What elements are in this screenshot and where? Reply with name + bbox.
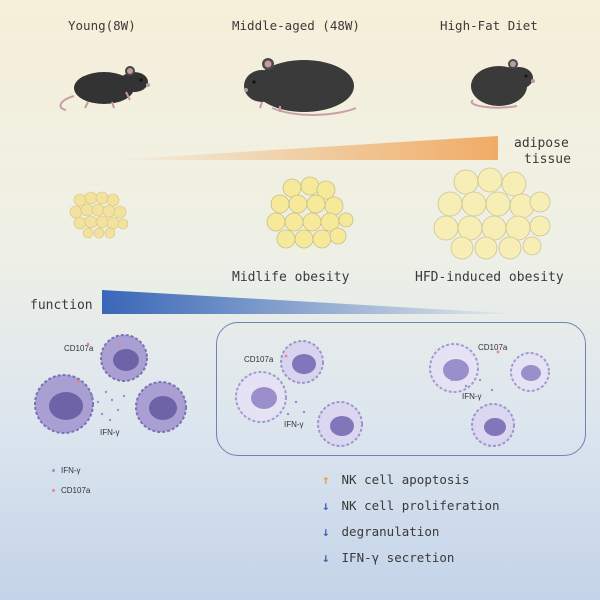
down-arrow-icon: ↓ — [322, 550, 330, 565]
nk-cell-icon — [471, 403, 515, 447]
middle-aged-adipocyte-cluster — [266, 176, 354, 249]
legend-ifng-dot — [52, 469, 55, 473]
function-label: function — [30, 298, 93, 313]
effect-apoptosis: ↑ NK cell apoptosis — [322, 472, 469, 487]
nk-cell-icon — [429, 343, 479, 393]
effect-text: IFN-γ secretion — [341, 550, 455, 565]
nk-cell-icon — [317, 401, 363, 447]
hfd-mouse-icon — [470, 59, 535, 109]
nk-cell-icon — [135, 381, 187, 433]
obesity-group-frame — [216, 322, 586, 456]
legend-ifng-label: IFN-γ — [61, 466, 81, 475]
ifng-label: IFN-γ — [462, 392, 482, 401]
nk-cell-icon — [100, 334, 148, 382]
ifng-label: IFN-γ — [284, 420, 304, 429]
effect-proliferation: ↓ NK cell proliferation — [322, 498, 500, 513]
effect-text: NK cell apoptosis — [341, 472, 470, 487]
legend-ifng: IFN-γ — [52, 466, 81, 475]
ifng-label: IFN-γ — [100, 428, 120, 437]
hfd-adipocyte-cluster — [433, 167, 551, 260]
adipose-label-line1: adipose — [514, 136, 569, 151]
cd107a-label: CD107a — [244, 355, 274, 364]
group-label-middle-aged: Middle-aged (48W) — [232, 18, 360, 33]
effect-ifng-secretion: ↓ IFN-γ secretion — [322, 550, 454, 565]
young-mouse-icon — [59, 66, 150, 111]
group-label-hfd: High-Fat Diet — [440, 18, 538, 33]
legend-cd107a: CD107a — [52, 486, 90, 495]
middle-aged-mouse-icon — [244, 58, 357, 116]
up-arrow-icon: ↑ — [322, 472, 330, 487]
nk-cell-icon — [34, 374, 94, 434]
effect-text: degranulation — [341, 524, 440, 539]
midlife-obesity-label: Midlife obesity — [232, 270, 350, 285]
legend-cd107a-dot — [52, 489, 55, 493]
group-label-young: Young(8W) — [68, 18, 136, 33]
down-arrow-icon: ↓ — [322, 524, 330, 539]
nk-cell-icon — [510, 352, 550, 392]
legend-cd107a-label: CD107a — [61, 486, 91, 495]
nk-cell-icon — [280, 340, 324, 384]
down-arrow-icon: ↓ — [322, 498, 330, 513]
adipose-label-line2: tissue — [524, 152, 571, 167]
cd107a-label: CD107a — [478, 343, 508, 352]
young-adipocyte-cluster — [69, 191, 129, 239]
cd107a-label: CD107a — [64, 344, 94, 353]
hfd-obesity-label: HFD-induced obesity — [415, 270, 564, 285]
nk-cell-icon — [235, 371, 287, 423]
effect-text: NK cell proliferation — [341, 498, 500, 513]
effect-degranulation: ↓ degranulation — [322, 524, 439, 539]
